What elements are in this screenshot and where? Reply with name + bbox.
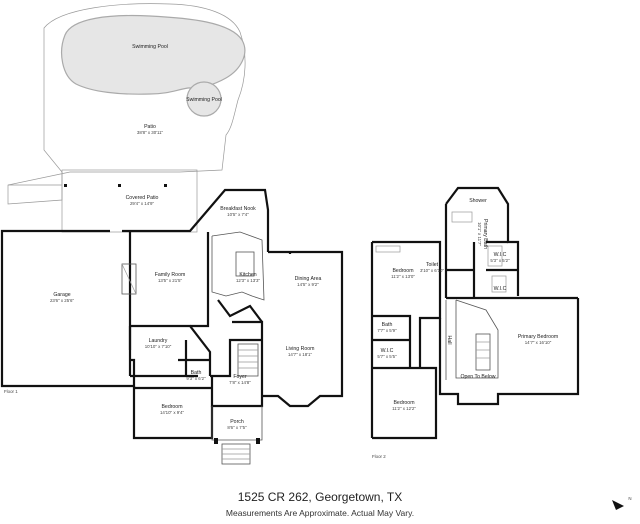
room-name: Swimming Pool: [132, 44, 168, 50]
room-name: W.I.C: [494, 286, 507, 292]
room-hall: Hall: [446, 336, 452, 345]
room-dimensions: 7'7" x 5'9": [377, 328, 397, 333]
room-name: Patio: [144, 124, 156, 130]
room-wic2: W.I.C: [494, 286, 507, 292]
outdoor-area: [7, 3, 246, 233]
room-name: Bath: [382, 322, 393, 328]
room-shower: Shower: [469, 198, 487, 204]
room-dimensions: 14'5" x 9'2": [297, 282, 319, 287]
room-name: Kitchen: [239, 272, 256, 278]
room-name: Covered Patio: [126, 195, 159, 201]
room-name: Living Room: [286, 346, 315, 352]
room-pool1: Swimming Pool: [132, 44, 168, 50]
room-name: Bedroom: [392, 268, 413, 274]
compass-arrow-icon: [612, 500, 624, 510]
room-wic1: W.I.C5'3" x 5'2": [490, 252, 510, 263]
room-dimensions: 38'8" x 30'11": [137, 130, 164, 135]
room-dimensions: 8'6" x 7'5": [227, 425, 247, 430]
room-dimensions: 10'10" x 7'10": [145, 344, 172, 349]
room-name: Hall: [446, 336, 452, 345]
room-name: Dining Area: [295, 276, 322, 282]
room-name: W.I.C: [494, 252, 507, 258]
room-dimensions: 5'3" x 5'2": [490, 258, 510, 263]
compass: N: [612, 496, 632, 510]
room-wic3: W.I.C5'7" x 5'5": [377, 348, 397, 359]
floor2-label: Floor 2: [372, 454, 386, 459]
room-name: Toilet: [426, 262, 439, 268]
room-dimensions: 10'1" x 11'7": [477, 222, 482, 246]
room-name: W.I.C: [381, 348, 394, 354]
room-name: Primary Bedroom: [518, 334, 558, 340]
compass-label: N: [628, 496, 631, 501]
pool-main-shape: [61, 14, 246, 95]
room-dimensions: 11'2" x 13'0": [391, 274, 415, 279]
room-name: Bedroom: [161, 404, 182, 410]
room-dimensions: 29'4" x 14'9": [130, 201, 155, 206]
room-name: Open To Below: [460, 374, 495, 380]
room-name: Garage: [53, 292, 70, 298]
room-name: Family Room: [155, 272, 186, 278]
room-name: Primary Bath: [482, 219, 488, 249]
room-dimensions: 11'2" x 12'2": [392, 406, 416, 411]
floor1-walls: [0, 188, 344, 465]
room-dimensions: 3'10" x 6'10": [420, 268, 445, 273]
room-dimensions: 7'8" x 14'8": [229, 380, 251, 385]
floor1-label: Floor 1: [4, 389, 18, 394]
room-name: Foyer: [233, 374, 247, 380]
room-name: Bath: [191, 370, 202, 376]
room-dimensions: 12'3" x 13'3": [236, 278, 261, 283]
room-name: Laundry: [149, 338, 168, 344]
room-name: Shower: [469, 198, 487, 204]
room-dimensions: 14'7" x 18'1": [288, 352, 313, 357]
room-name: Swimming Pool: [186, 97, 222, 103]
room-open: Open To Below: [460, 374, 495, 380]
room-dimensions: 14'7" x 16'10": [525, 340, 552, 345]
room-dimensions: 10'5" x 7'4": [227, 212, 249, 217]
room-pool2: Swimming Pool: [186, 97, 222, 103]
room-name: Porch: [230, 419, 244, 425]
room-dimensions: 14'10" x 9'4": [160, 410, 185, 415]
room-name: Breakfast Nook: [220, 206, 256, 212]
property-address: 1525 CR 262, Georgetown, TX: [237, 490, 403, 504]
measurement-disclaimer: Measurements Are Approximate. Actual May…: [225, 508, 415, 518]
room-dimensions: 23'6" x 25'6": [50, 298, 75, 303]
room-dimensions: 9'3" x 6'2": [186, 376, 206, 381]
room-dimensions: 5'7" x 5'5": [377, 354, 397, 359]
room-dimensions: 13'5" x 21'5": [158, 278, 183, 283]
pool-spa-shape: [186, 81, 222, 117]
room-name: Bedroom: [393, 400, 414, 406]
floor2-walls: [370, 186, 580, 440]
